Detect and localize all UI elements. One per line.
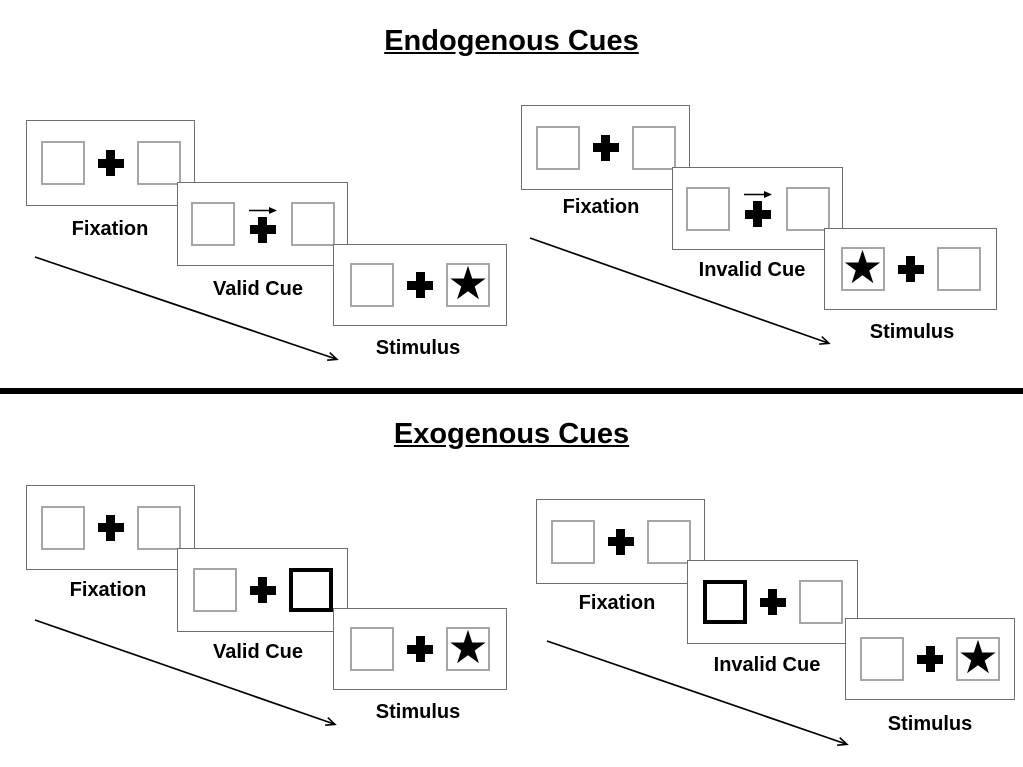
section-divider [0, 388, 1023, 394]
right-placeholder-box [646, 519, 691, 564]
plus-icon [407, 636, 433, 662]
fixation-cross-icon [97, 514, 124, 541]
plus-icon [592, 134, 619, 161]
panel-exogenous-invalid-fixation [536, 499, 705, 584]
panel-label-invalid-cue: Invalid Cue [698, 259, 806, 281]
sequence-arrow-endogenous-invalid [529, 237, 831, 345]
fixation-cross-with-cue-arrow [248, 206, 278, 243]
left-placeholder-box [190, 202, 235, 246]
panel-endogenous-invalid-fixation [521, 105, 690, 190]
target-star-icon: ★ [841, 241, 884, 293]
panel-label-fixation: Fixation [71, 218, 149, 240]
left-placeholder-box [535, 125, 580, 170]
panel-label-stimulus: Stimulus [375, 337, 461, 359]
right-exogenous-cue-box [288, 568, 333, 612]
right-placeholder-box [290, 202, 335, 246]
sequence-arrow-exogenous-valid [34, 619, 337, 726]
right-arrow-icon [248, 206, 277, 214]
target-star-icon: ★ [447, 257, 489, 309]
plus-icon [97, 514, 124, 541]
plus-icon [249, 216, 276, 243]
panel-endogenous-invalid-cue [672, 167, 843, 250]
right-target-box: ★ [956, 631, 1000, 683]
target-star-icon: ★ [957, 631, 999, 683]
fixation-cross-icon [897, 256, 924, 282]
left-placeholder-box [350, 263, 394, 307]
fixation-cross-icon [407, 272, 433, 298]
panel-label-fixation: Fixation [562, 196, 640, 218]
panel-exogenous-valid-stimulus: ★ [333, 608, 507, 690]
right-placeholder-box [631, 125, 676, 170]
left-placeholder-box [192, 568, 237, 612]
right-placeholder-box [798, 580, 843, 624]
fixation-cross-icon [917, 646, 943, 672]
fixation-cross-icon [607, 528, 634, 555]
fixation-cross-icon [592, 134, 619, 161]
panel-exogenous-valid-fixation [26, 485, 195, 570]
left-placeholder-box [860, 637, 904, 681]
fixation-cross-icon [407, 636, 433, 662]
panel-label-invalid-cue: Invalid Cue [713, 654, 821, 676]
target-star-icon: ★ [447, 621, 489, 673]
panel-label-fixation: Fixation [578, 592, 656, 614]
left-placeholder-box [550, 519, 595, 564]
fixation-cross-icon [97, 150, 124, 176]
panel-label-valid-cue: Valid Cue [212, 278, 304, 300]
panel-label-valid-cue: Valid Cue [212, 641, 304, 663]
right-arrow-icon [743, 191, 772, 198]
endogenous-section-title: Endogenous Cues [384, 25, 639, 57]
panel-exogenous-invalid-stimulus: ★ [845, 618, 1015, 700]
panel-label-fixation: Fixation [69, 579, 147, 601]
sequence-arrow-endogenous-valid [34, 256, 339, 362]
right-target-box: ★ [446, 621, 490, 673]
left-placeholder-box [40, 141, 85, 185]
panel-exogenous-invalid-cue [687, 560, 858, 644]
plus-icon [249, 577, 276, 603]
plus-icon [917, 646, 943, 672]
plus-icon [744, 201, 771, 227]
plus-icon [897, 256, 924, 282]
plus-icon [407, 272, 433, 298]
left-placeholder-box [685, 186, 730, 231]
fixation-cross-icon [759, 589, 786, 615]
panel-endogenous-valid-fixation [26, 120, 195, 206]
right-placeholder-box [936, 247, 981, 291]
left-placeholder-box [350, 627, 394, 671]
panel-endogenous-valid-cue [177, 182, 348, 266]
panel-label-stimulus: Stimulus [375, 701, 461, 723]
panel-endogenous-valid-stimulus: ★ [333, 244, 507, 326]
fixation-cross-icon [249, 577, 276, 603]
panel-exogenous-valid-cue [177, 548, 348, 632]
fixation-cross-with-cue-arrow [743, 190, 773, 227]
right-placeholder-box [136, 141, 181, 185]
plus-icon [97, 150, 124, 176]
right-placeholder-box [136, 505, 181, 550]
left-placeholder-box [40, 505, 85, 550]
panel-label-stimulus: Stimulus [887, 713, 973, 735]
panel-label-stimulus: Stimulus [869, 321, 955, 343]
plus-icon [759, 589, 786, 615]
plus-icon [607, 528, 634, 555]
exogenous-section-title: Exogenous Cues [393, 418, 630, 450]
left-target-box: ★ [840, 241, 885, 293]
panel-endogenous-invalid-stimulus: ★ [824, 228, 997, 310]
right-target-box: ★ [446, 257, 490, 309]
right-placeholder-box [785, 186, 830, 231]
left-exogenous-cue-box [702, 580, 747, 624]
